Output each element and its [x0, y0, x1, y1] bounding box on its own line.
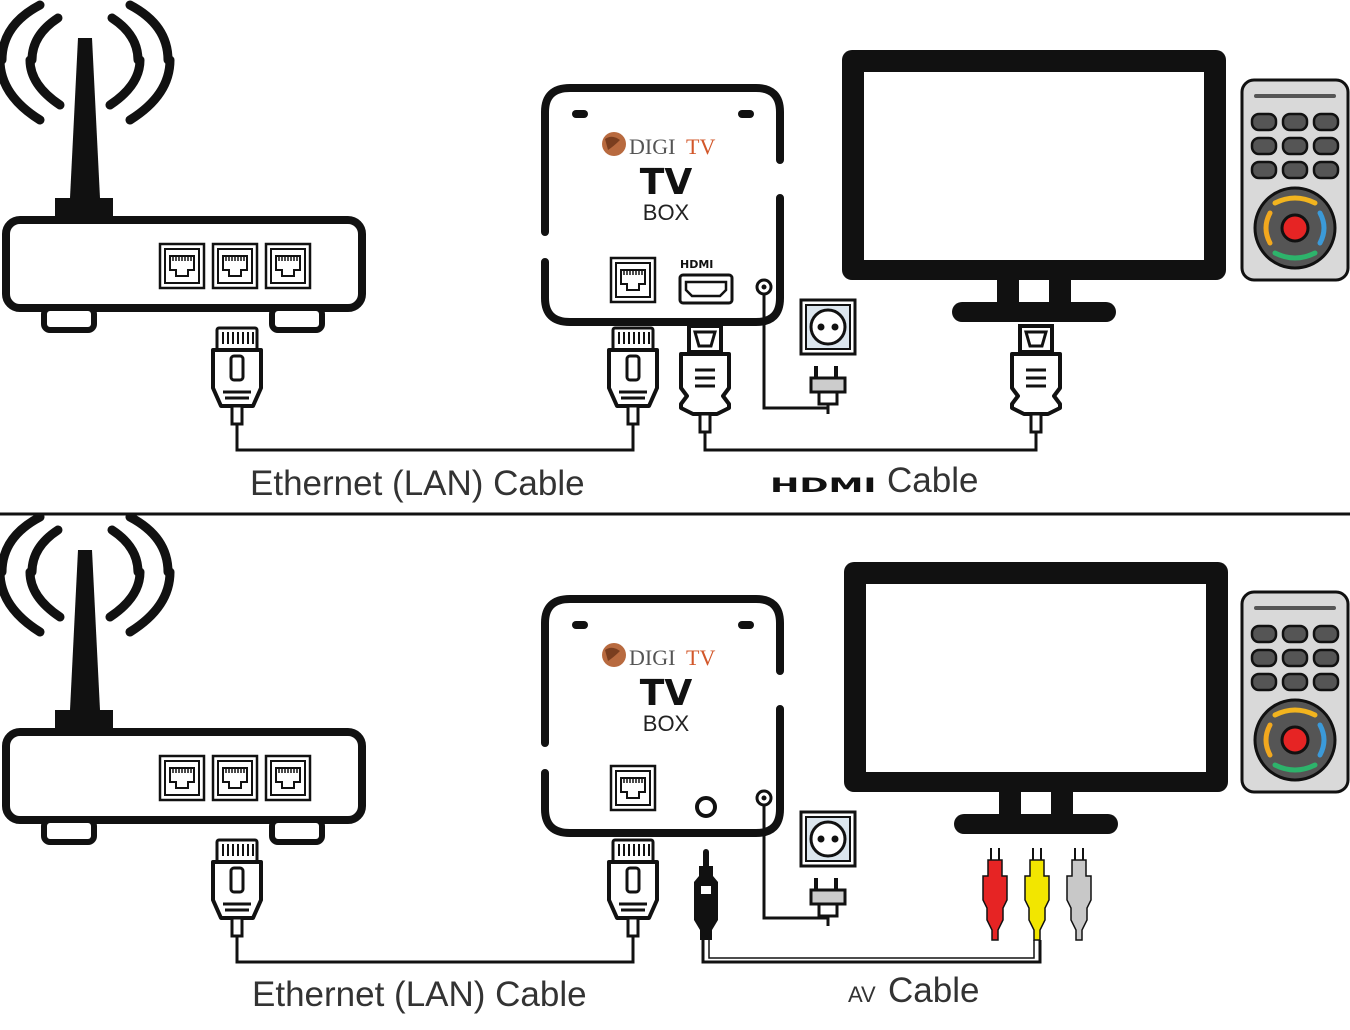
av-cable-label: Cable — [888, 971, 979, 1010]
television — [842, 50, 1226, 322]
hdmi-logo-label: HDMI — [770, 474, 876, 497]
ethernet-cable — [235, 424, 635, 452]
ethernet-cable-label: Ethernet (LAN) Cable — [250, 464, 585, 503]
hdmi-cable — [703, 432, 1038, 452]
product-title: TV — [640, 162, 693, 203]
logo-suffix: TV — [686, 134, 715, 159]
product-title: TV — [640, 673, 693, 714]
wall-socket-icon — [799, 298, 857, 416]
panel-hdmi: DIGI TV TV BOX HDMI Ethernet (LAN) Cable… — [0, 5, 1348, 503]
router-lan-port-1 — [158, 754, 206, 802]
router-ethernet-plug — [211, 326, 263, 426]
ethernet-cable-label: Ethernet (LAN) Cable — [252, 975, 587, 1014]
box-hdmi-plug — [679, 324, 731, 434]
router-lan-port-1 — [158, 242, 206, 290]
router-lan-port-3 — [264, 754, 312, 802]
tv-box: DIGI TV TV BOX HDMI — [541, 84, 784, 326]
router-lan-port-2 — [211, 242, 259, 290]
rca-white-plug — [1066, 847, 1092, 941]
rca-red-plug — [982, 847, 1008, 941]
av-cable — [701, 940, 1042, 964]
panel-av: DIGI TV TV BOX Eth — [0, 517, 1348, 1014]
av-label: AV — [848, 982, 876, 1007]
tv-hdmi-plug — [1010, 324, 1062, 434]
hdmi-port — [678, 273, 734, 305]
box-ethernet-plug — [607, 326, 659, 426]
hdmi-cable-label: Cable — [887, 461, 978, 500]
router — [0, 5, 366, 333]
router-lan-port-3 — [264, 242, 312, 290]
router-ethernet-plug — [211, 838, 263, 938]
box-lan-port — [609, 764, 657, 812]
logo-suffix: TV — [686, 645, 715, 670]
box-ethernet-plug — [607, 838, 659, 938]
ethernet-cable — [235, 936, 635, 964]
logo-prefix: DIGI — [629, 134, 675, 159]
av-jack-plug — [694, 849, 718, 940]
av-port — [695, 796, 717, 818]
rca-yellow-plug — [1024, 847, 1050, 941]
television — [844, 562, 1228, 834]
hdmi-port-label: HDMI — [680, 258, 713, 271]
remote-control-icon — [1242, 80, 1348, 280]
product-subtitle: BOX — [643, 711, 690, 736]
router — [0, 517, 366, 845]
box-lan-port — [609, 256, 657, 304]
product-subtitle: BOX — [643, 200, 690, 225]
logo-prefix: DIGI — [629, 645, 675, 670]
router-lan-port-2 — [211, 754, 259, 802]
remote-control-icon — [1242, 592, 1348, 792]
wall-socket-icon — [799, 810, 857, 928]
tv-box: DIGI TV TV BOX — [541, 595, 784, 837]
